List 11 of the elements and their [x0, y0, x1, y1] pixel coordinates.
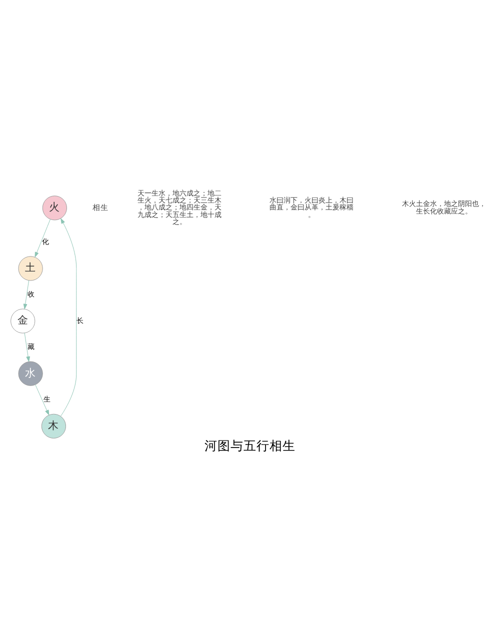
node-circle: 金: [10, 308, 36, 333]
arrow: [23, 280, 30, 309]
node-circle: 水: [18, 360, 43, 386]
arrow: [35, 384, 50, 415]
node-circle: 木: [41, 413, 66, 438]
arrow: [24, 332, 30, 362]
node-circle: 火: [42, 195, 67, 220]
node-circle: 土: [18, 256, 43, 280]
caption: 河图与五行相生: [204, 438, 296, 453]
arrow: [34, 218, 51, 257]
arrow: [60, 218, 77, 416]
